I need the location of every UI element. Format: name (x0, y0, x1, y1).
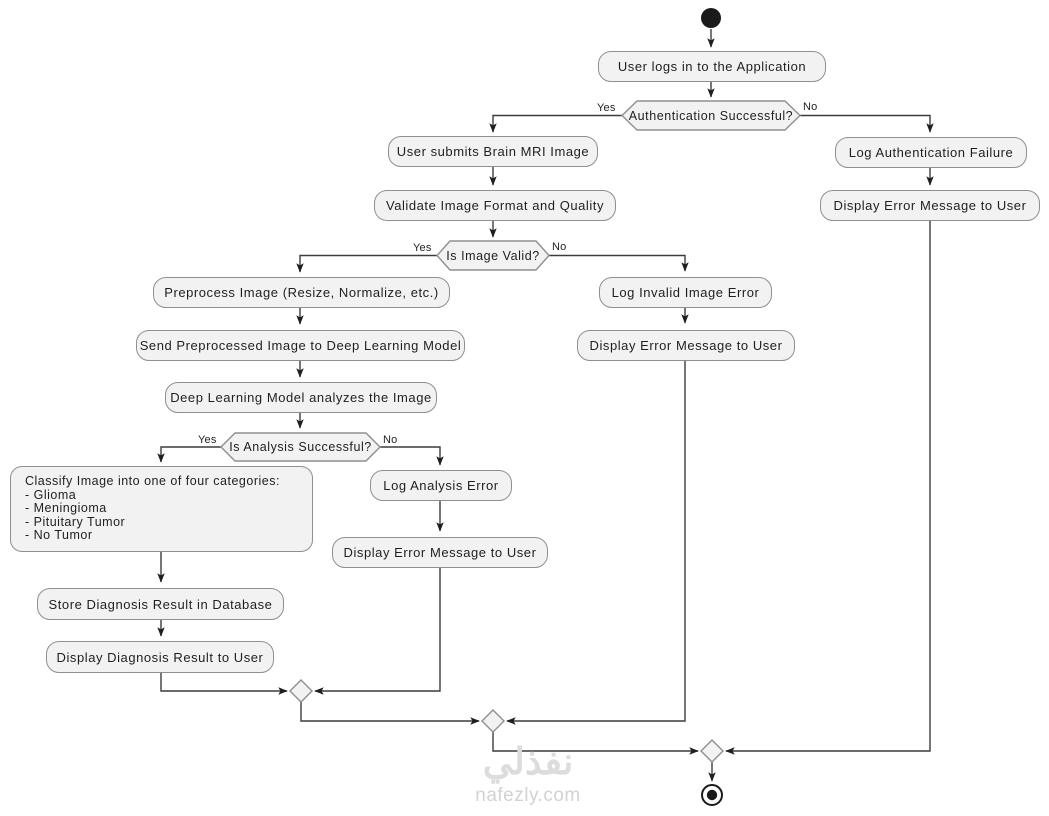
classify-item: - No Tumor (25, 528, 93, 543)
watermark: نفذلي nafezly.com (448, 742, 608, 807)
activity-user-login: User logs in to the Application (598, 51, 826, 82)
activity-preprocess: Preprocess Image (Resize, Normalize, etc… (153, 277, 450, 308)
guard-analysis-no: No (383, 434, 398, 446)
activity-store-result: Store Diagnosis Result in Database (37, 588, 284, 620)
edge-erroranalysis-to-merge1 (314, 568, 441, 695)
edge-errorauth-to-merge3 (725, 221, 931, 755)
guard-valid-no: No (552, 241, 567, 253)
edge-analysis-no (380, 446, 444, 466)
activity-log-auth-failure: Log Authentication Failure (835, 137, 1027, 168)
classify-item: - Meningioma (25, 501, 107, 516)
guard-auth-no: No (803, 101, 818, 113)
edge-auth-yes (489, 114, 622, 133)
edge-analysis-yes (157, 446, 221, 463)
edge-auth-no (800, 114, 934, 133)
activity-display-error-analysis: Display Error Message to User (332, 537, 548, 568)
activity-analyze: Deep Learning Model analyzes the Image (165, 382, 437, 413)
merge-diamond-3 (700, 739, 724, 763)
watermark-domain: nafezly.com (475, 785, 581, 806)
activity-log-analysis-error: Log Analysis Error (370, 470, 512, 501)
activity-validate-image: Validate Image Format and Quality (374, 190, 616, 221)
end-node-dot (706, 789, 718, 801)
classify-item: - Pituitary Tumor (25, 514, 126, 529)
activity-send-to-model: Send Preprocessed Image to Deep Learning… (136, 330, 465, 361)
activity-display-error-auth: Display Error Message to User (820, 190, 1040, 221)
guard-auth-yes: Yes (597, 102, 616, 114)
decision-auth-shape (620, 100, 802, 131)
activity-log-invalid-image: Log Invalid Image Error (599, 277, 772, 308)
merge-diamond-1 (289, 679, 313, 703)
classify-item: - Glioma (25, 487, 77, 502)
edge-merge2-to-merge3 (492, 732, 699, 755)
decision-analysis-label: Is Analysis Successful? (229, 440, 372, 454)
guard-analysis-yes: Yes (198, 434, 217, 446)
activity-display-result: Display Diagnosis Result to User (46, 641, 274, 673)
classify-title: Classify Image into one of four categori… (25, 474, 280, 489)
watermark-logo: نفذلي (482, 741, 574, 782)
activity-submit-mri: User submits Brain MRI Image (388, 136, 598, 167)
decision-analysis-shape (220, 432, 381, 462)
guard-valid-yes: Yes (413, 242, 432, 254)
decision-auth-label: Authentication Successful? (628, 108, 794, 123)
edge-valid-yes (296, 254, 437, 273)
activity-classify: Classify Image into one of four categori… (10, 466, 313, 552)
edge-displayresult-to-merge1 (160, 673, 288, 695)
edge-merge1-to-merge2 (300, 702, 480, 725)
merge-diamond-2 (481, 709, 505, 733)
decision-valid-label: Is Image Valid? (446, 248, 540, 263)
edge-valid-no (549, 254, 689, 272)
activity-display-error-invalid: Display Error Message to User (577, 330, 795, 361)
edge-errorinvalid-to-merge2 (506, 360, 686, 725)
start-node (701, 8, 721, 28)
decision-valid-shape (436, 240, 550, 271)
